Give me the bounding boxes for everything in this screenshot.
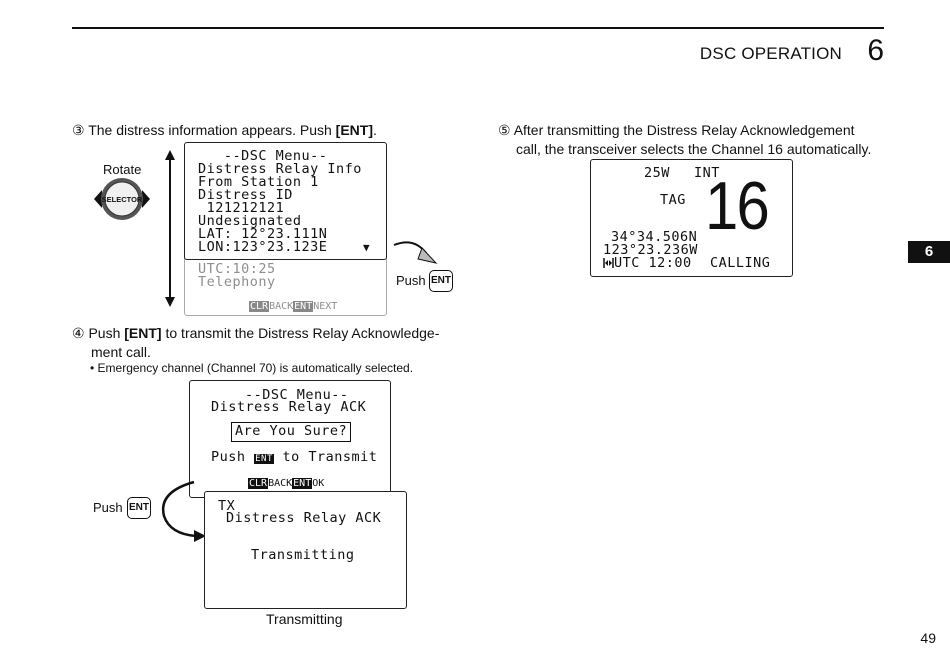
distress-info-screen: --DSC Menu-- Distress Relay Info From St…: [184, 142, 387, 260]
ghost-clr-key: CLR: [249, 301, 270, 312]
confirm-screen-line2: Distress Relay ACK: [211, 399, 367, 415]
screen-line-lon: LON:123°23.123E: [198, 239, 328, 255]
confirm-back-key: BACK: [268, 478, 293, 489]
transmitting-caption: Transmitting: [266, 611, 343, 627]
section-title: DSC OPERATION: [699, 44, 842, 63]
calling-status: CALLING: [710, 255, 771, 271]
latitude-readout: 34°34.506N: [611, 229, 698, 245]
step4-marker: ④: [72, 325, 85, 341]
curved-arrow-icon: [392, 237, 438, 267]
tag-indicator: TAG: [660, 192, 686, 208]
header-rule: [72, 27, 884, 29]
step4-note: • Emergency channel (Channel 70) is auto…: [90, 361, 414, 375]
distress-info-screen-hidden: UTC:10:25 Telephony CLRBACKENTNEXT: [184, 254, 387, 316]
push-label-step4: Push: [93, 500, 123, 515]
step4-text-a: Push: [88, 325, 125, 341]
chapter-tab: 6: [908, 241, 950, 263]
ghost-softkey-bar: CLRBACKENTNEXT: [249, 300, 337, 314]
push-to-transmit-b: to Transmit: [273, 449, 378, 465]
screen-line-from-station: From Station 1: [198, 174, 319, 190]
selector-label: SELECTOR: [102, 195, 143, 204]
transmitting-screen: TX Distress Relay ACK Transmitting: [204, 491, 407, 609]
step3-marker: ③: [72, 122, 85, 138]
step3-text: The distress information appears. Push: [88, 122, 336, 138]
step3-instruction: ③ The distress information appears. Push…: [72, 121, 377, 140]
selector-knob-icon: SELECTOR: [88, 176, 156, 222]
power-indicator: 25W: [644, 165, 670, 181]
section-number: 6: [867, 34, 884, 67]
transmitting-status: Transmitting: [251, 547, 355, 563]
channel-number: 16: [705, 168, 770, 244]
step4-instruction: ④ Push [ENT] to transmit the Distress Re…: [72, 324, 462, 362]
scroll-down-icon: ▼: [363, 241, 371, 254]
step5-text-b: call, the transceiver selects the Channe…: [516, 141, 872, 157]
confirm-screen-title: --DSC Menu--: [245, 387, 349, 403]
confirm-softkey-bar: CLRBACKENTOK: [248, 477, 324, 491]
ghost-back-key: BACK: [269, 301, 294, 312]
longitude-readout: 123°23.236W: [603, 242, 698, 258]
band-indicator: INT: [694, 165, 720, 181]
transition-arrow-icon: [156, 478, 208, 544]
screen-line-relay-info: Distress Relay Info: [198, 161, 362, 177]
step4-text-c: ment call.: [91, 344, 151, 360]
push-to-transmit-a: Push: [211, 449, 255, 465]
are-you-sure-prompt: Are You Sure?: [231, 422, 352, 442]
ghost-line-call-type: Telephony: [198, 274, 276, 290]
tx-indicator: TX: [218, 498, 236, 514]
confirm-ent-key: ENT: [292, 478, 313, 489]
scroll-arrow-icon: [162, 150, 178, 307]
ent-key-step4: ENT: [127, 497, 151, 519]
ent-key-step3: ENT: [429, 270, 453, 292]
gps-icon: [603, 258, 614, 268]
rotate-label: Rotate: [103, 162, 142, 177]
step4-key: [ENT]: [124, 325, 162, 341]
screen-line-distress-id-label: Distress ID: [198, 187, 293, 203]
push-to-transmit-line: Push ENT to Transmit: [211, 449, 378, 467]
step5-instruction: ⑤ After transmitting the Distress Relay …: [498, 121, 888, 159]
step4-text-b: to transmit the Distress Relay Acknowled…: [161, 325, 440, 341]
ghost-ent-key: ENT: [293, 301, 314, 312]
page-number: 49: [920, 630, 936, 646]
relay-ack-confirm-screen: --DSC Menu-- Distress Relay ACK Are You …: [189, 380, 391, 498]
ghost-next-key: NEXT: [313, 301, 338, 312]
screen-line-distress-id: 121212121: [198, 200, 285, 216]
step3-end: .: [373, 122, 377, 138]
transmitting-screen-line2: Distress Relay ACK: [226, 510, 382, 526]
gps-utc-line: UTC 12:00: [603, 255, 692, 271]
step5-text-a: After transmitting the Distress Relay Ac…: [513, 122, 855, 138]
screen-line-title: --DSC Menu--: [198, 148, 328, 164]
utc-time: UTC 12:00: [614, 255, 692, 271]
push-to-transmit-key: ENT: [254, 454, 274, 464]
screen-line-lat: LAT: 12°23.111N: [198, 226, 328, 242]
step5-marker: ⑤: [498, 122, 511, 138]
step3-key: [ENT]: [335, 122, 373, 138]
channel16-screen: 25W INT TAG 16 34°34.506N 123°23.236W UT…: [590, 159, 793, 277]
confirm-clr-key: CLR: [248, 478, 269, 489]
screen-line-nature: Undesignated: [198, 213, 302, 229]
push-label-step3: Push: [396, 273, 426, 288]
confirm-ok-key: OK: [312, 478, 325, 489]
ghost-line-utc: UTC:10:25: [198, 261, 276, 277]
